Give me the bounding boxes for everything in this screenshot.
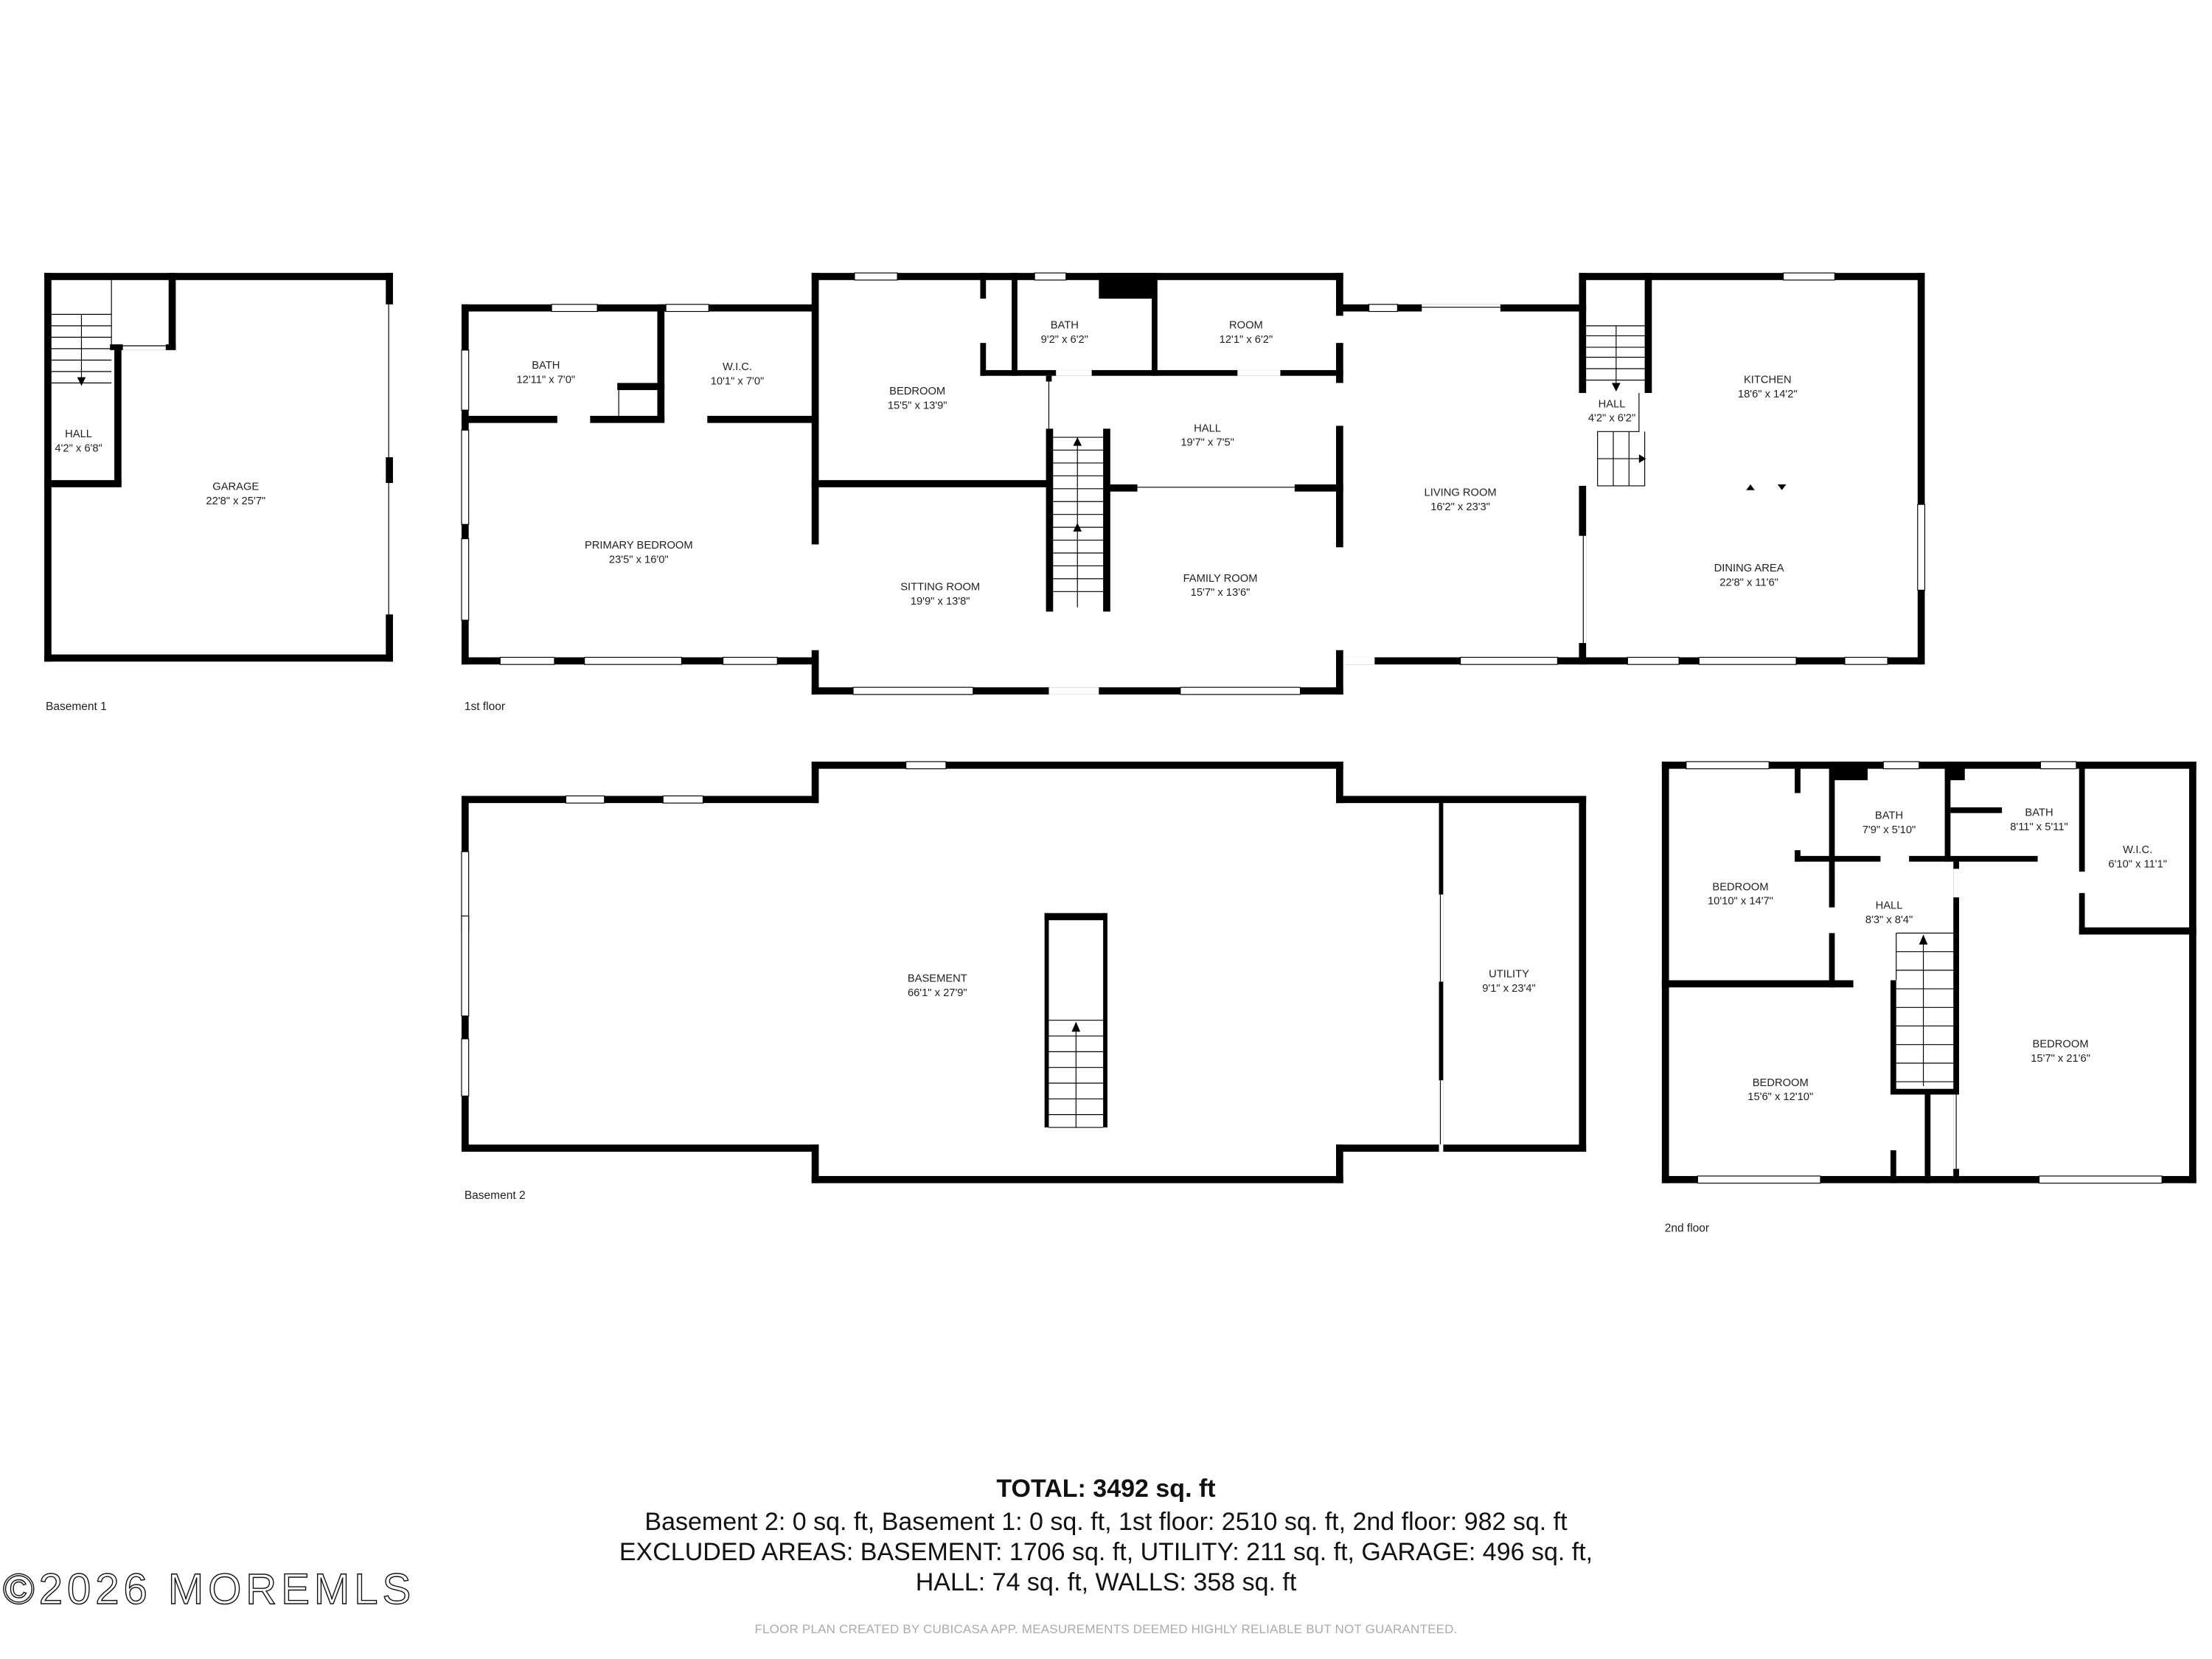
floor-label: Basement 2 <box>465 1189 526 1202</box>
room-name: FAMILY ROOM <box>1183 573 1258 585</box>
room-dimensions: 16'2" x 23'3" <box>1430 501 1490 513</box>
room-name: BEDROOM <box>1712 881 1768 893</box>
room-name: BATH <box>532 360 560 372</box>
room-dimensions: 4'2" x 6'2" <box>1588 413 1635 425</box>
floor-basement-1: HALL 4'2" x 6'8" GARAGE 22'8" x 25'7" Ba… <box>44 273 393 713</box>
room-name: BEDROOM <box>2033 1039 2089 1051</box>
room-dimensions: 22'8" x 25'7" <box>206 495 265 507</box>
room-name: LIVING ROOM <box>1425 487 1497 498</box>
room-name: W.I.C. <box>2123 844 2152 856</box>
room-dimensions: 8'3" x 8'4" <box>1865 914 1913 926</box>
room-name: BEDROOM <box>889 386 945 397</box>
excluded-areas: EXCLUDED AREAS: BASEMENT: 1706 sq. ft, U… <box>619 1538 1593 1566</box>
room-name: PRIMARY BEDROOM <box>585 540 693 552</box>
room-dimensions: 15'7" x 13'6" <box>1191 587 1251 599</box>
room-dimensions: 15'6" x 12'10" <box>1747 1091 1813 1103</box>
room-dimensions: 19'7" x 7'5" <box>1180 437 1234 449</box>
floor-first: BATH 12'11" x 7'0" W.I.C. 10'1" x 7'0" P… <box>461 272 1926 713</box>
room-dimensions: 12'1" x 6'2" <box>1220 334 1273 346</box>
room-dimensions: 9'1" x 23'4" <box>1482 983 1536 995</box>
disclaimer: FLOOR PLAN CREATED BY CUBICASA APP. MEAS… <box>754 1622 1458 1636</box>
floor-areas: Basement 2: 0 sq. ft, Basement 1: 0 sq. … <box>644 1508 1568 1536</box>
room-dimensions: 10'10" x 14'7" <box>1708 896 1773 908</box>
floor-second: BEDROOM 10'10" x 14'7" BATH 7'9" x 5'10"… <box>1661 761 2197 1235</box>
room-name: HALL <box>1194 422 1221 434</box>
room-dimensions: 10'1" x 7'0" <box>711 375 765 387</box>
room-name: DINING AREA <box>1714 563 1784 574</box>
room-name: HALL <box>1876 900 1903 912</box>
room-dimensions: 15'7" x 21'6" <box>2031 1053 2090 1065</box>
room-dimensions: 18'6" x 14'2" <box>1738 389 1798 400</box>
room-dimensions: 15'5" x 13'9" <box>888 400 947 411</box>
room-name: BATH <box>1051 320 1079 332</box>
floor-basement-2: BASEMENT 66'1" x 27'9" UTILITY 9'1" x 23… <box>461 761 1587 1202</box>
room-dimensions: 9'2" x 6'2" <box>1041 334 1088 346</box>
room-name: SITTING ROOM <box>900 581 980 593</box>
floor-label: 2nd floor <box>1665 1222 1709 1235</box>
room-name: UTILITY <box>1489 969 1529 981</box>
room-name: GARAGE <box>212 481 259 493</box>
room-name: BEDROOM <box>1753 1077 1809 1089</box>
room-name: BATH <box>1875 810 1903 821</box>
room-name: BASEMENT <box>908 973 967 984</box>
room-dimensions: 8'11" x 5'11" <box>2010 821 2068 833</box>
room-dimensions: 23'5" x 16'0" <box>609 554 669 566</box>
room-dimensions: 7'9" x 5'10" <box>1863 824 1916 836</box>
copyright-watermark: ©2026 MOREMLS <box>2 1565 416 1613</box>
room-dimensions: 4'2" x 6'8" <box>55 442 102 454</box>
room-name: HALL <box>65 428 92 440</box>
room-name: KITCHEN <box>1744 374 1792 386</box>
excluded-areas-continued: HALL: 74 sq. ft, WALLS: 358 sq. ft <box>915 1568 1297 1596</box>
room-dimensions: 6'10" x 11'1" <box>2108 858 2167 870</box>
total-area: TOTAL: 3492 sq. ft <box>996 1475 1216 1503</box>
room-name: HALL <box>1599 398 1626 410</box>
room-dimensions: 22'8" x 11'6" <box>1719 577 1778 589</box>
room-dimensions: 19'9" x 13'8" <box>911 596 970 608</box>
room-dimensions: 12'11" x 7'0" <box>516 374 575 386</box>
room-name: ROOM <box>1229 320 1263 332</box>
room-name: W.I.C. <box>723 361 752 373</box>
room-name: BATH <box>2025 807 2053 819</box>
room-dimensions: 66'1" x 27'9" <box>908 987 967 999</box>
floor-label: 1st floor <box>465 700 505 713</box>
floor-label: Basement 1 <box>46 700 107 713</box>
